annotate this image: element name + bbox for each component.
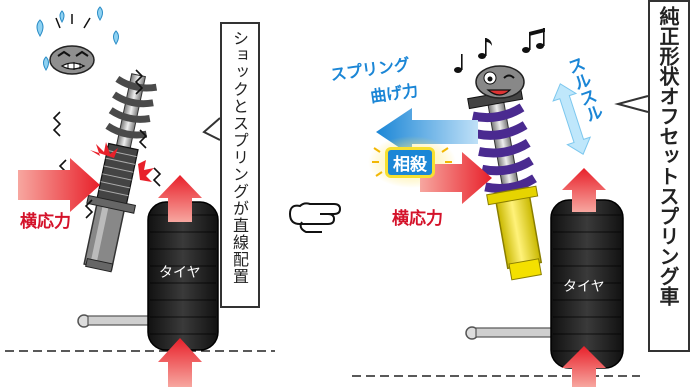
title-text: 純正形状オフセットスプリング車	[656, 6, 680, 306]
right-lateral-force-label: 横応力	[392, 209, 443, 229]
music-note-icon	[454, 28, 545, 73]
right-control-arm	[465, 326, 561, 340]
right-shock-absorber	[467, 80, 543, 281]
left-stress-lines	[55, 14, 91, 29]
left-stressed-face	[49, 45, 95, 75]
smooth-motion-arrow	[552, 83, 592, 155]
right-up-arrow-top	[562, 168, 606, 212]
purple-spring	[471, 103, 537, 193]
pointing-hand-icon	[288, 202, 342, 233]
left-shock-absorber	[83, 73, 158, 273]
cancel-badge: 相殺	[388, 150, 432, 175]
left-up-arrow-bottom	[158, 338, 202, 387]
callout-pointer	[202, 117, 221, 141]
left-up-arrow-top	[158, 175, 202, 222]
sweat-drop-icon	[36, 6, 119, 71]
left-vibration-marks	[52, 69, 162, 219]
title-box: 純正形状オフセットスプリング車	[648, 0, 690, 352]
left-control-arm	[77, 314, 159, 328]
left-lateral-force-arrow	[18, 158, 100, 212]
left-panel	[5, 6, 275, 387]
left-lateral-force-label: 横応力	[20, 212, 71, 232]
title-pointer	[614, 95, 649, 113]
left-callout-text: ショックとスプリングが直線配置	[230, 30, 249, 285]
left-tire-label: タイヤ	[159, 265, 201, 281]
left-impact-burst	[90, 142, 154, 182]
right-up-arrow-bottom	[562, 346, 606, 387]
right-tire-label: タイヤ	[563, 279, 605, 295]
right-happy-face	[475, 65, 525, 99]
left-tire	[147, 201, 219, 351]
right-panel	[352, 28, 640, 387]
left-callout-box: ショックとスプリングが直線配置	[220, 22, 260, 308]
right-lateral-force-arrow	[420, 152, 492, 204]
